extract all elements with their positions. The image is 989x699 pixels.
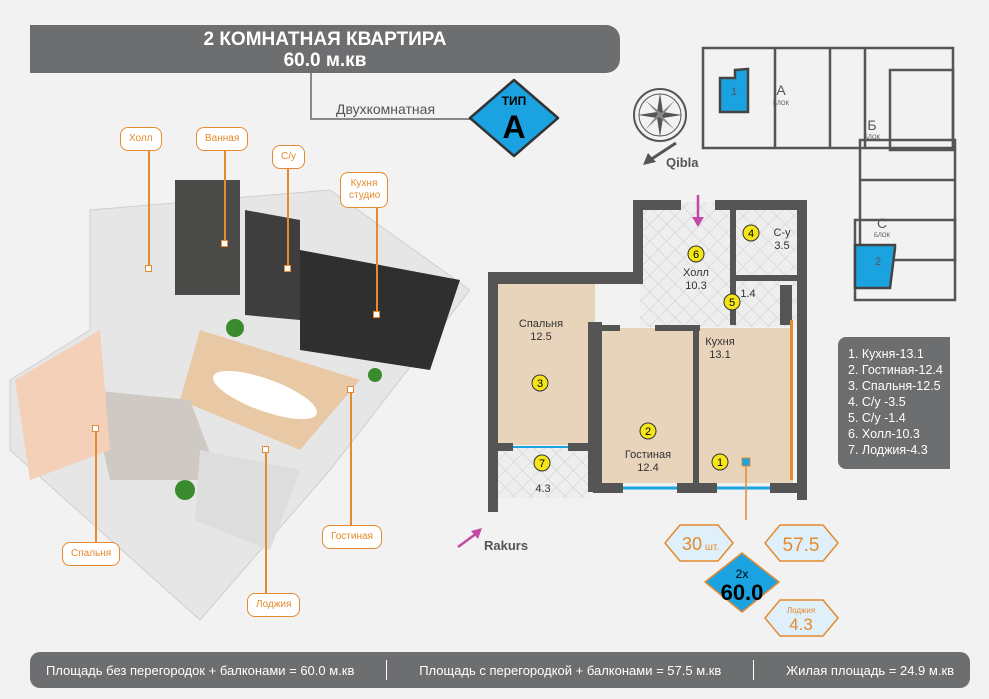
subtitle: Двухкомнатная <box>336 101 436 117</box>
header-banner: 2 КОМНАТНАЯ КВАРТИРА 60.0 м.кв <box>30 25 620 73</box>
compass-rose-icon <box>633 88 687 142</box>
room-living-name: Гостиная <box>625 449 671 461</box>
legend-item: 4. С/у -3.5 <box>848 395 906 409</box>
count-badge: 30 <box>682 534 702 554</box>
room-number-4: 4 <box>748 228 754 240</box>
block-a-label: БЛОК <box>773 101 790 107</box>
header-title: 2 КОМНАТНАЯ КВАРТИРА <box>203 29 447 50</box>
divider <box>386 660 388 680</box>
header-area: 60.0 м.кв <box>283 50 367 71</box>
room-number-7: 7 <box>539 458 545 470</box>
unit-2: 2 <box>875 256 881 268</box>
type-label: ТИП <box>502 94 527 108</box>
area-partition-badge: 57.5 <box>783 535 820 556</box>
block-a-letter: А <box>776 82 786 98</box>
area-badges: 30 шт. 57.5 2х 60.0 Лоджия 4.3 <box>664 524 839 637</box>
connector-line <box>310 73 312 118</box>
room-kitchen-name: Кухня <box>705 336 734 348</box>
footer-partition-area: Площадь с перегородкой + балконами = 57.… <box>419 662 722 678</box>
block-c-label: БЛОК <box>874 233 891 239</box>
footer-bar: Площадь без перегородок + балконами = 60… <box>30 652 970 688</box>
legend-item: 6. Холл-10.3 <box>848 427 920 441</box>
footer-living-area: Жилая площадь = 24.9 м.кв <box>786 662 955 678</box>
room-number-1: 1 <box>717 457 723 469</box>
total-area: 60.0 <box>721 580 764 605</box>
room-legend: 1. Кухня-13.1 2. Гостиная-12.4 3. Спальн… <box>838 337 950 469</box>
room-bedroom-area: 12.5 <box>530 331 551 343</box>
room-kitchen-area: 13.1 <box>709 349 730 361</box>
room-hall-area: 10.3 <box>685 280 706 292</box>
qibla-label: Qibla <box>666 155 699 170</box>
legend-item: 5. С/у -1.4 <box>848 411 906 425</box>
apartment-3d-render <box>9 180 470 621</box>
callout-loggia: Лоджия <box>247 593 301 617</box>
loggia-area: 4.3 <box>789 615 813 634</box>
callout-bathroom: Ванная <box>196 127 249 151</box>
room-wc2-area: 1.4 <box>740 288 755 300</box>
connector-line <box>310 118 475 120</box>
unit-1: 1 <box>731 86 737 98</box>
count-unit: шт. <box>705 542 719 553</box>
callout-hall: Холл <box>120 127 162 151</box>
block-c-letter: C <box>877 215 887 231</box>
rakurs-label: Rakurs <box>484 538 529 553</box>
type-badge: ТИП A <box>468 78 560 158</box>
site-plan: 1 2 А БЛОК Б БЛОК C БЛОК <box>701 46 957 302</box>
room-bedroom-name: Спальня <box>519 318 563 330</box>
callout-kitchen-studio: Кухня студио <box>340 172 388 208</box>
callout-bedroom: Спальня <box>62 542 121 566</box>
room-wc1-area: 3.5 <box>774 240 789 252</box>
room-number-3: 3 <box>537 378 543 390</box>
legend-item: 1. Кухня-13.1 <box>848 347 924 361</box>
type-value: A <box>502 109 525 145</box>
room-number-6: 6 <box>693 249 699 261</box>
block-b-letter: Б <box>867 117 876 133</box>
room-loggia-area: 4.3 <box>535 483 550 495</box>
legend-item: 7. Лоджия-4.3 <box>848 443 928 457</box>
block-b-label: БЛОК <box>864 135 881 141</box>
loggia-label: Лоджия <box>787 606 815 615</box>
room-hall-name: Холл <box>683 267 709 279</box>
rakurs-arrow-icon <box>457 528 482 549</box>
callout-living: Гостиная <box>322 525 382 549</box>
multiplier: 2х <box>736 567 749 581</box>
callout-wc: С/у <box>272 145 305 169</box>
legend-item: 2. Гостиная-12.4 <box>848 363 943 377</box>
legend-item: 3. Спальня-12.5 <box>848 379 941 393</box>
room-living-area: 12.4 <box>637 462 658 474</box>
room-wc1-name: С-у <box>773 227 791 239</box>
divider <box>753 660 755 680</box>
room-number-5: 5 <box>729 297 735 309</box>
qibla-arrow-icon <box>643 141 677 165</box>
footer-total-area: Площадь без перегородок + балконами = 60… <box>45 662 355 678</box>
room-number-2: 2 <box>645 426 651 438</box>
